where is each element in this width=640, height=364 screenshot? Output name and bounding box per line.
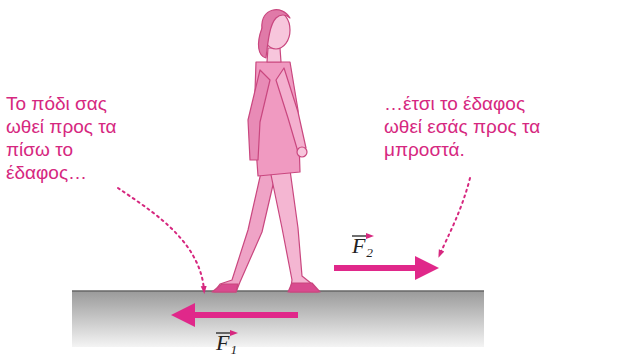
- leader-line: [118, 188, 204, 290]
- force-label: F₂: [352, 234, 392, 257]
- force-arrow: [180, 312, 298, 318]
- callout-text: …έτσι το έδαφος ωθεί εσάς προς τα μπροστ…: [384, 92, 544, 161]
- woman-figure: [212, 10, 320, 292]
- force-label: F₁: [216, 331, 256, 354]
- force-arrow: [334, 265, 430, 271]
- ground: [72, 291, 484, 347]
- callout-text: Το πόδι σας ωθεί προς τα πίσω το έδαφος…: [6, 92, 134, 184]
- leader-line: [440, 178, 470, 254]
- ground-line: [72, 290, 484, 292]
